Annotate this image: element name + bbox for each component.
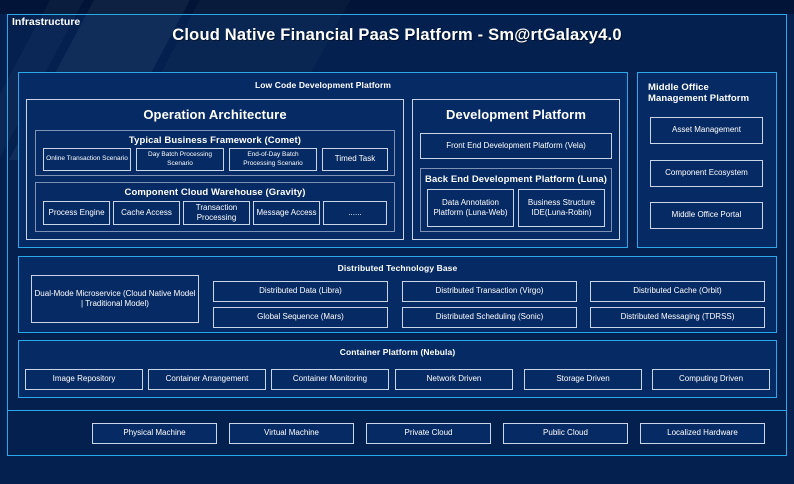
middle-office-chip[interactable]: Asset Management (650, 117, 763, 144)
page-title: Cloud Native Financial PaaS Platform - S… (172, 26, 622, 44)
scenario-chip[interactable]: Timed Task (322, 148, 388, 171)
container-chip[interactable]: Container Monitoring (271, 369, 389, 390)
back-end-tool-chip[interactable]: Business Structure IDE(Luna-Robin) (518, 189, 605, 227)
development-platform-title: Development Platform (446, 107, 586, 122)
infrastructure-chip[interactable]: Public Cloud (503, 423, 628, 444)
distributed-tech-chip[interactable]: Distributed Data (Libra) (213, 281, 388, 302)
infrastructure-chip[interactable]: Virtual Machine (229, 423, 354, 444)
top-band (0, 0, 794, 14)
component-chip[interactable]: Message Access (253, 201, 320, 225)
scenario-chip[interactable]: Online Transaction Scenario (43, 148, 131, 171)
front-end-platform-chip[interactable]: Front End Development Platform (Vela) (420, 133, 612, 159)
container-chip[interactable]: Storage Driven (524, 369, 642, 390)
distributed-technology-base-title: Distributed Technology Base (337, 263, 458, 273)
bottom-band (0, 464, 794, 484)
infrastructure-chip[interactable]: Localized Hardware (640, 423, 765, 444)
middle-office-title: Middle Office Management Platform (648, 82, 750, 104)
distributed-tech-chip[interactable]: Distributed Scheduling (Sonic) (402, 307, 577, 328)
scenario-chip[interactable]: Day Batch Processing Scenario (136, 148, 224, 171)
component-cloud-warehouse-title: Component Cloud Warehouse (Gravity) (124, 187, 306, 198)
component-chip[interactable]: Transaction Processing (183, 201, 250, 225)
dual-mode-microservice-chip[interactable]: Dual-Mode Microservice (Cloud Native Mod… (31, 275, 199, 323)
low-code-platform-title: Low Code Development Platform (254, 80, 392, 90)
container-chip[interactable]: Network Driven (395, 369, 513, 390)
distributed-tech-chip[interactable]: Distributed Transaction (Virgo) (402, 281, 577, 302)
operation-architecture-title: Operation Architecture (143, 107, 287, 122)
component-chip[interactable]: Cache Access (113, 201, 180, 225)
distributed-tech-chip[interactable]: Distributed Messaging (TDRSS) (590, 307, 765, 328)
container-chip[interactable]: Computing Driven (652, 369, 770, 390)
infrastructure-chip[interactable]: Physical Machine (92, 423, 217, 444)
container-chip[interactable]: Image Repository (25, 369, 143, 390)
back-end-platform-title: Back End Development Platform (Luna) (424, 174, 608, 185)
infrastructure-label: Infrastructure (12, 16, 81, 28)
back-end-tool-chip[interactable]: Data Annotation Platform (Luna-Web) (427, 189, 514, 227)
distributed-tech-chip[interactable]: Distributed Cache (Orbit) (590, 281, 765, 302)
distributed-tech-chip[interactable]: Global Sequence (Mars) (213, 307, 388, 328)
middle-office-chip[interactable]: Component Ecosystem (650, 160, 763, 187)
container-chip[interactable]: Container Arrangement (148, 369, 266, 390)
container-platform-title: Container Platform (Nebula) (339, 347, 456, 357)
infrastructure-chip[interactable]: Private Cloud (366, 423, 491, 444)
component-chip[interactable]: ...... (323, 201, 387, 225)
typical-business-framework-title: Typical Business Framework (Comet) (128, 135, 302, 146)
middle-office-chip[interactable]: Middle Office Portal (650, 202, 763, 229)
scenario-chip[interactable]: End-of-Day Batch Processing Scenario (229, 148, 317, 171)
component-chip[interactable]: Process Engine (43, 201, 110, 225)
